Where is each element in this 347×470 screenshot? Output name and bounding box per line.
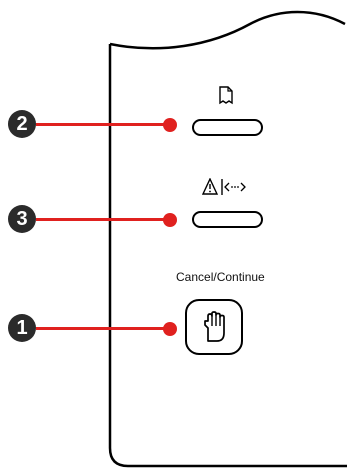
callout-1-line: [36, 327, 168, 330]
callout-1-dot: [163, 322, 177, 336]
paper-button[interactable]: [192, 119, 263, 136]
callout-2-badge: 2: [8, 110, 36, 138]
cancel-continue-label: Cancel/Continue: [176, 270, 265, 284]
callout-3-badge: 3: [8, 205, 36, 233]
hand-stop-icon: [204, 311, 225, 342]
paper-icon: [219, 86, 233, 105]
paper-jam-warning-icon: [202, 178, 246, 195]
callout-1-badge: 1: [8, 314, 36, 342]
callout-3-line: [36, 218, 168, 221]
callout-2-dot: [163, 118, 177, 132]
cancel-continue-button[interactable]: [185, 299, 243, 355]
callout-3-dot: [163, 213, 177, 227]
paper-jam-button[interactable]: [192, 211, 263, 228]
callout-2-line: [36, 123, 168, 126]
